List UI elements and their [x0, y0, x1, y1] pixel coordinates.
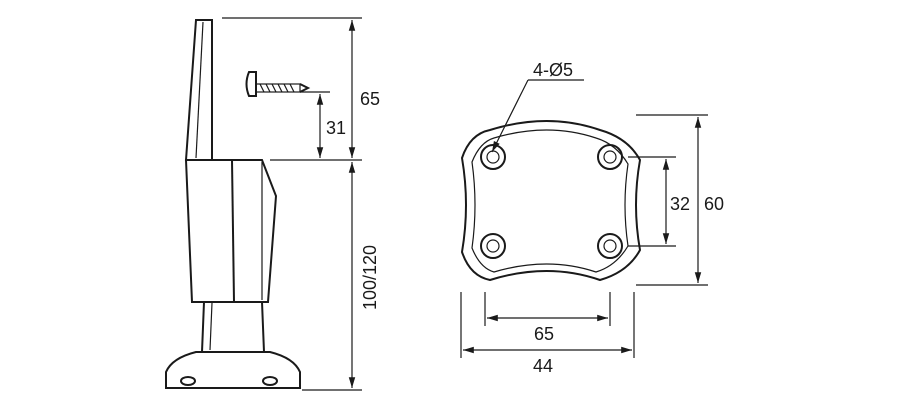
- hole-bottom-right: [597, 233, 623, 259]
- screw-icon: [245, 71, 311, 97]
- hole-bottom-left: [480, 233, 506, 259]
- dim-label-44: 44: [533, 356, 553, 376]
- hole-top-right: [597, 144, 623, 170]
- foot-hole-left: [180, 376, 196, 386]
- tube-highlight: [209, 302, 213, 351]
- foot-hole-right: [262, 376, 278, 386]
- housing-seam: [231, 159, 235, 303]
- dim-label-60: 60: [704, 194, 724, 214]
- dim-label-65-horizontal: 65: [534, 324, 554, 344]
- dim-label-32: 32: [670, 194, 690, 214]
- dim-label-65: 65: [360, 89, 380, 109]
- plate-outer: [460, 120, 642, 282]
- foot-flange: [165, 351, 301, 389]
- dim-label-31: 31: [326, 118, 346, 138]
- plate-view: 4-Ø5 32 60 65 44: [460, 60, 724, 376]
- plate-inner: [471, 129, 629, 273]
- housing-body: [184, 159, 278, 303]
- hole-top-left: [480, 144, 506, 170]
- hole-callout-label: 4-Ø5: [533, 60, 573, 80]
- blade-edge-line: [195, 21, 204, 159]
- side-view: 65 31 100/120: [165, 17, 380, 391]
- dim-label-100-120: 100/120: [360, 245, 380, 310]
- callout-leader: [491, 79, 529, 153]
